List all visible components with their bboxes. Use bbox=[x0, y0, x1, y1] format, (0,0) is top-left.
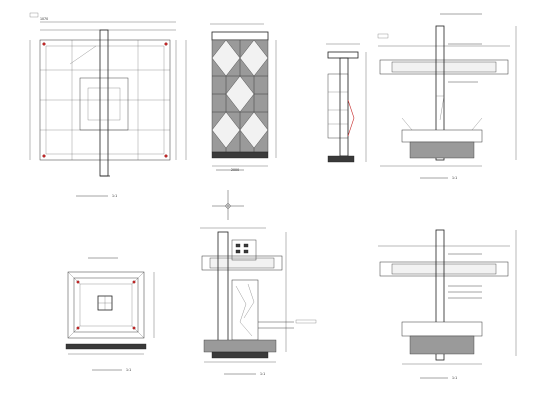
elevation-view-top-right: 1:1 bbox=[378, 13, 517, 180]
view-scale-label: 1:1 bbox=[112, 194, 117, 198]
dim-text: 1070 bbox=[40, 17, 48, 21]
view-scale-label: 1:1 bbox=[452, 376, 457, 380]
elevation-view-bottom-right: 1:1 bbox=[378, 229, 517, 380]
view-scale-label: 1:1 bbox=[126, 368, 131, 372]
view-scale-label: 1:1 bbox=[452, 176, 457, 180]
elevation-view-bottom-center: 1:1 bbox=[200, 190, 317, 376]
view-scale-label: 1:1 bbox=[260, 372, 265, 376]
plan-view-top-left: 1070 1:1 bbox=[29, 12, 187, 198]
side-elevation-narrow bbox=[326, 33, 389, 163]
elevation-view-lattice: 2000 bbox=[210, 23, 277, 172]
plan-view-bottom-left: 1:1 bbox=[65, 257, 155, 372]
